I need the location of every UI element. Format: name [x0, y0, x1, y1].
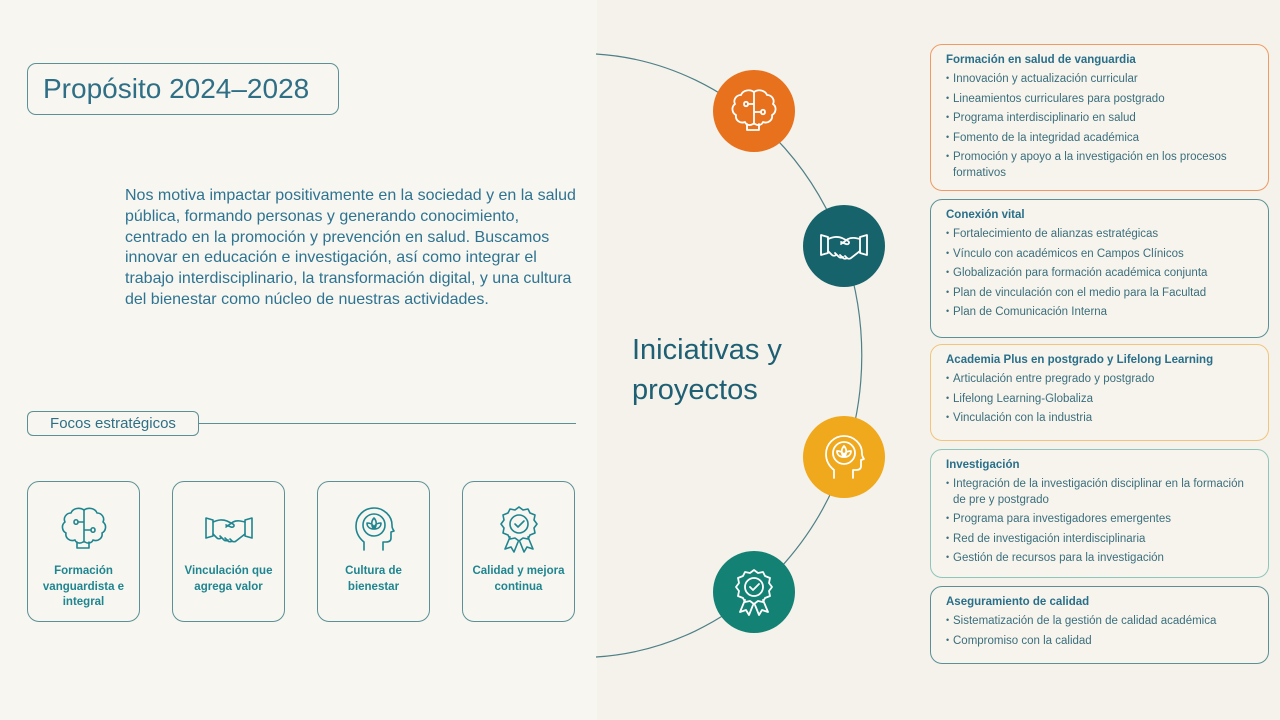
- list-item: Gestión de recursos para la investigació…: [946, 550, 1256, 567]
- initiatives-title: Iniciativas y proyectos: [632, 334, 782, 406]
- initiative-box-conexion: Conexión vital Fortalecimiento de alianz…: [930, 199, 1269, 338]
- list-item: Vinculación con la industria: [946, 410, 1256, 427]
- list-item: Plan de Comunicación Interna: [946, 304, 1256, 321]
- page-title-text: Propósito 2024–2028: [43, 73, 310, 104]
- foco-card-vinculacion: Vinculación que agrega valor: [172, 481, 285, 622]
- list-item: Integración de la investigación discipli…: [946, 476, 1256, 508]
- page-title: Propósito 2024–2028: [27, 63, 339, 115]
- brain-puzzle-icon: [61, 507, 107, 549]
- handshake-icon: [205, 517, 253, 543]
- list-item: Programa para investigadores emergentes: [946, 511, 1256, 528]
- initiative-title: Formación en salud de vanguardia: [946, 54, 1136, 66]
- initiative-title: Conexión vital: [946, 209, 1025, 221]
- initiative-list: Sistematización de la gestión de calidad…: [946, 613, 1256, 650]
- head-lotus-icon: [355, 507, 395, 551]
- intro-paragraph: Nos motiva impactar positivamente en la …: [125, 187, 576, 308]
- initiative-box-calidad: Aseguramiento de calidad Sistematización…: [930, 586, 1269, 664]
- handshake-icon: [820, 234, 868, 260]
- focos-divider: [199, 423, 576, 424]
- foco-label: Cultura de bienestar: [345, 565, 402, 593]
- list-item: Globalización para formación académica c…: [946, 265, 1256, 282]
- list-item: Articulación entre pregrado y postgrado: [946, 371, 1256, 388]
- initiative-list: Integración de la investigación discipli…: [946, 476, 1256, 567]
- list-item: Compromiso con la calidad: [946, 633, 1256, 650]
- foco-label: Vinculación que agrega valor: [184, 565, 273, 593]
- list-item: Fortalecimiento de alianzas estratégicas: [946, 226, 1256, 243]
- brain-puzzle-icon: [731, 89, 777, 131]
- award-badge-icon: [735, 569, 773, 616]
- list-item: Vínculo con académicos en Campos Clínico…: [946, 246, 1256, 263]
- initiative-title: Academia Plus en postgrado y Lifelong Le…: [946, 354, 1214, 366]
- initiative-box-formacion: Formación en salud de vanguardia Innovac…: [930, 44, 1269, 191]
- circle-conexion: [803, 205, 885, 287]
- list-item: Lineamientos curriculares para postgrado: [946, 91, 1256, 108]
- initiative-list: Fortalecimiento de alianzas estratégicas…: [946, 226, 1256, 321]
- initiative-list: Articulación entre pregrado y postgrado …: [946, 371, 1256, 427]
- list-item: Red de investigación interdisciplinaria: [946, 531, 1256, 548]
- list-item: Programa interdisciplinario en salud: [946, 110, 1256, 127]
- award-badge-icon: [500, 506, 538, 553]
- focos-label: Focos estratégicos: [27, 411, 199, 436]
- list-item: Plan de vinculación con el medio para la…: [946, 285, 1256, 302]
- initiative-title: Aseguramiento de calidad: [946, 596, 1090, 608]
- foco-label: Calidad y mejora continua: [472, 565, 565, 593]
- circle-academia: [803, 416, 885, 498]
- focos-label-text: Focos estratégicos: [50, 415, 176, 432]
- initiative-box-investigacion: Investigación Integración de la investig…: [930, 449, 1269, 578]
- circle-calidad: [713, 551, 795, 633]
- list-item: Innovación y actualización curricular: [946, 71, 1256, 88]
- list-item: Lifelong Learning-Globaliza: [946, 391, 1256, 408]
- circle-formacion: [713, 70, 795, 152]
- initiative-box-academia: Academia Plus en postgrado y Lifelong Le…: [930, 344, 1269, 441]
- initiative-title: Investigación: [946, 459, 1020, 471]
- foco-card-bienestar: Cultura de bienestar: [317, 481, 430, 622]
- list-item: Fomento de la integridad académica: [946, 130, 1256, 147]
- foco-card-calidad: Calidad y mejora continua: [462, 481, 575, 622]
- foco-card-formacion: Formación vanguardista e integral: [27, 481, 140, 622]
- head-lotus-icon: [825, 435, 865, 479]
- initiative-list: Innovación y actualización curricular Li…: [946, 71, 1256, 181]
- list-item: Sistematización de la gestión de calidad…: [946, 613, 1256, 630]
- foco-label: Formación vanguardista e integral: [42, 565, 125, 608]
- list-item: Promoción y apoyo a la investigación en …: [946, 149, 1256, 181]
